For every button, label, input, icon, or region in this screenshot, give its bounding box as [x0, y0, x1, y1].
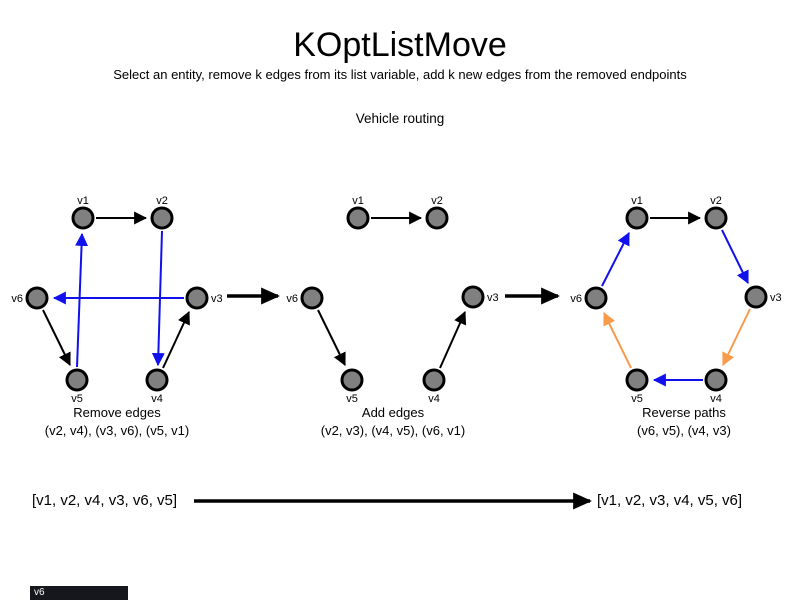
node-label-g1-v3: v3	[211, 293, 223, 305]
node-g2-v2	[425, 206, 449, 230]
caption-detail: (v2, v4), (v3, v6), (v5, v1)	[44, 423, 190, 438]
node-label-g1-v4: v4	[151, 393, 163, 405]
node-g2-v3	[461, 285, 485, 309]
node-g1-v4	[145, 368, 169, 392]
node-label-g3-v1: v1	[631, 195, 643, 207]
edge-g3-v3-v4-reversed	[722, 308, 751, 366]
node-g1-v5	[65, 368, 89, 392]
caption-reverse-paths: Reverse paths (v6, v5), (v4, v3)	[574, 404, 794, 440]
edge-g1-v5-v1-removed	[75, 232, 89, 368]
node-label-g1-v1: v1	[77, 195, 89, 207]
edge-g1-v4-v3	[162, 311, 190, 369]
node-label-g1-v6: v6	[11, 293, 23, 305]
list-variable-before: [v1, v2, v4, v3, v6, v5]	[32, 492, 178, 509]
edge-g3-v5-v6-reversed	[603, 312, 632, 369]
node-g3-v5	[625, 368, 649, 392]
node-label-g2-v3: v3	[487, 292, 499, 304]
caption-add-edges: Add edges (v2, v3), (v4, v5), (v6, v1)	[283, 404, 503, 440]
edge-g2-v4-v3	[439, 311, 467, 369]
node-label-g2-v2: v2	[431, 195, 443, 207]
node-g2-v5	[340, 368, 364, 392]
edge-g3-v2-v3-new	[721, 229, 749, 284]
node-label-g3-v2: v2	[710, 195, 722, 207]
node-g1-v3	[185, 286, 209, 310]
page-title: KOptListMove	[293, 26, 507, 64]
node-label-g3-v3: v3	[770, 292, 782, 304]
graph-reverse-paths: v1 v2 v6 v3 v5 v4	[570, 195, 781, 405]
status-badge: v6	[30, 586, 128, 600]
caption-remove-edges: Remove edges (v2, v4), (v3, v6), (v5, v1…	[7, 404, 227, 440]
node-g3-v1	[625, 206, 649, 230]
caption-detail: (v2, v3), (v4, v5), (v6, v1)	[320, 423, 466, 438]
node-g3-v3	[744, 285, 768, 309]
node-label-g3-v6: v6	[570, 293, 582, 305]
graph-add-edges: v1 v2 v6 v3 v5 v4	[286, 195, 498, 405]
example-label: Vehicle routing	[355, 111, 445, 126]
page-subtitle: Select an entity, remove k edges from it…	[113, 67, 687, 82]
node-label-g3-v5: v5	[631, 393, 643, 405]
edge-g1-v6-v5	[42, 309, 71, 366]
caption-title: Remove edges	[73, 405, 161, 420]
edge-g2-v6-v5	[317, 309, 346, 366]
node-g3-v4	[704, 368, 728, 392]
node-label-g3-v4: v4	[710, 393, 722, 405]
node-g1-v1	[71, 206, 95, 230]
node-g2-v1	[346, 206, 370, 230]
node-g2-v6	[300, 286, 324, 310]
node-label-g1-v2: v2	[156, 195, 168, 207]
node-g3-v2	[704, 206, 728, 230]
caption-title: Add edges	[361, 405, 425, 420]
node-g2-v4	[422, 368, 446, 392]
graph-remove-edges: v1 v2 v6 v3 v5 v4	[11, 195, 222, 405]
node-label-g2-v5: v5	[346, 393, 358, 405]
node-g1-v6	[25, 286, 49, 310]
caption-detail: (v6, v5), (v4, v3)	[637, 423, 731, 438]
node-g3-v6	[584, 286, 608, 310]
node-label-g2-v1: v1	[352, 195, 364, 207]
node-g1-v2	[150, 206, 174, 230]
edge-g3-v6-v1-new	[601, 232, 630, 287]
node-label-g2-v4: v4	[428, 393, 440, 405]
node-label-g2-v6: v6	[286, 293, 298, 305]
node-label-g1-v5: v5	[71, 393, 83, 405]
list-variable-after: [v1, v2, v3, v4, v5, v6]	[597, 492, 743, 509]
caption-title: Reverse paths	[642, 405, 726, 420]
